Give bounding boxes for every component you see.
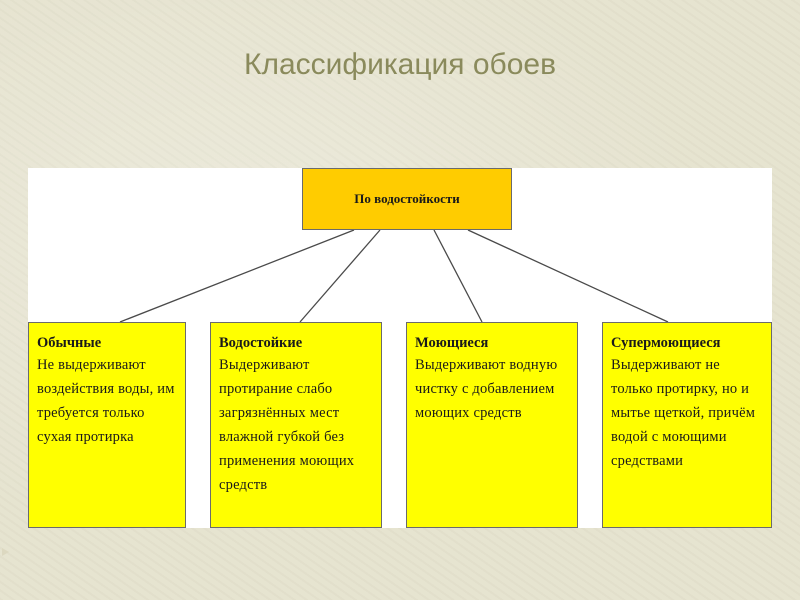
connector-lines [119, 229, 669, 323]
node-washable: Моющиеся Выдерживают водную чистку с доб… [406, 322, 578, 528]
root-node-label: По водостойкости [354, 191, 460, 206]
node-water-resistant: Водостойкие Выдерживают протирание слабо… [210, 322, 382, 528]
connector-super-washable [467, 229, 669, 323]
node-super-washable-description: Выдерживают не только протирку, но и мыт… [611, 357, 756, 469]
node-super-washable: Супермоющиеся Выдерживают не только прот… [602, 322, 772, 528]
node-washable-title: Моющиеся [415, 335, 489, 351]
root-node-water-resistance: По водостойкости [302, 168, 512, 230]
node-ordinary: Обычные Не выдерживают воздействия воды,… [28, 322, 186, 528]
node-washable-description: Выдерживают водную чистку с добавлением … [415, 357, 558, 421]
connector-water-resistant [299, 229, 381, 323]
decorative-arrow-icon [2, 548, 9, 556]
connector-ordinary [119, 229, 355, 323]
classification-diagram: По водостойкости Обычные Не выдерживают … [28, 168, 772, 528]
node-ordinary-title: Обычные [37, 335, 102, 351]
node-water-resistant-title: Водостойкие [219, 335, 303, 351]
slide-title: Классификация обоев [243, 48, 557, 81]
node-super-washable-title: Супермоющиеся [611, 335, 721, 351]
node-ordinary-description: Не выдерживают воздействия воды, им треб… [37, 357, 175, 445]
connector-washable [433, 229, 483, 323]
node-water-resistant-description: Выдерживают протирание слабо загрязнённы… [219, 357, 355, 493]
